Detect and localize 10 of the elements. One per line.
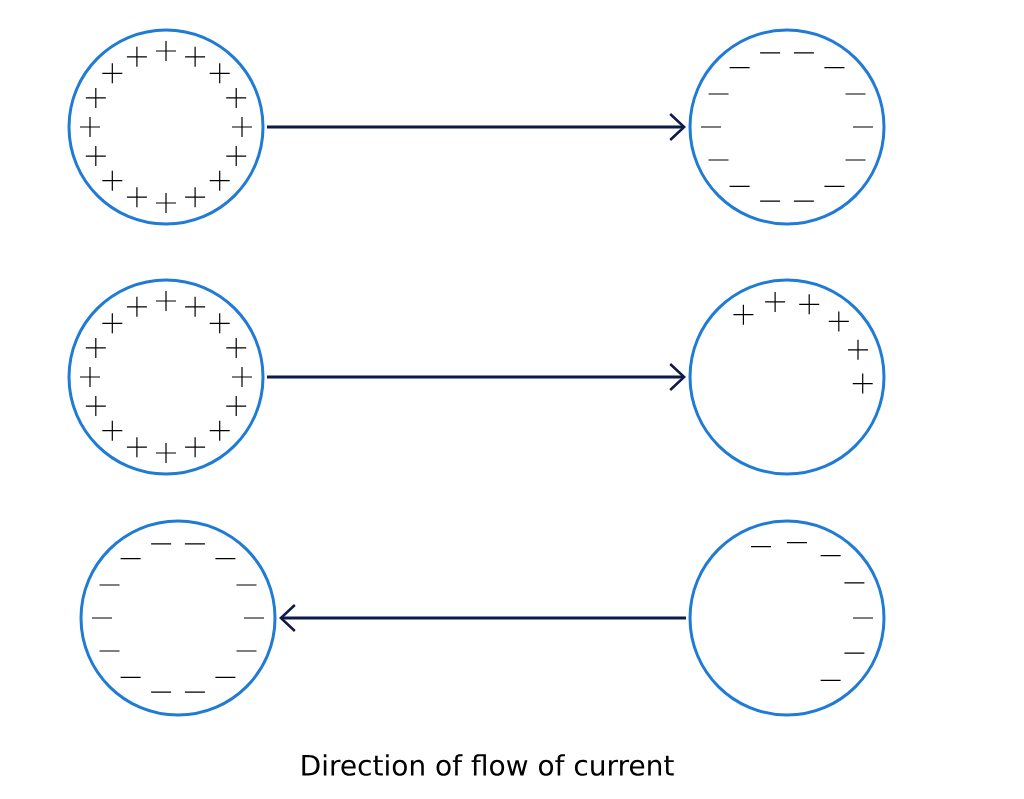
circle-conductor — [688, 519, 886, 717]
arrow — [267, 363, 686, 391]
arrow — [267, 113, 686, 141]
circle-conductor — [688, 278, 886, 476]
circle-conductor — [67, 278, 265, 476]
caption: Direction of flow of current — [302, 754, 674, 776]
circle-conductor — [79, 519, 277, 717]
circle-conductor — [67, 28, 265, 226]
circle-conductor — [688, 28, 886, 226]
arrow — [279, 604, 686, 632]
